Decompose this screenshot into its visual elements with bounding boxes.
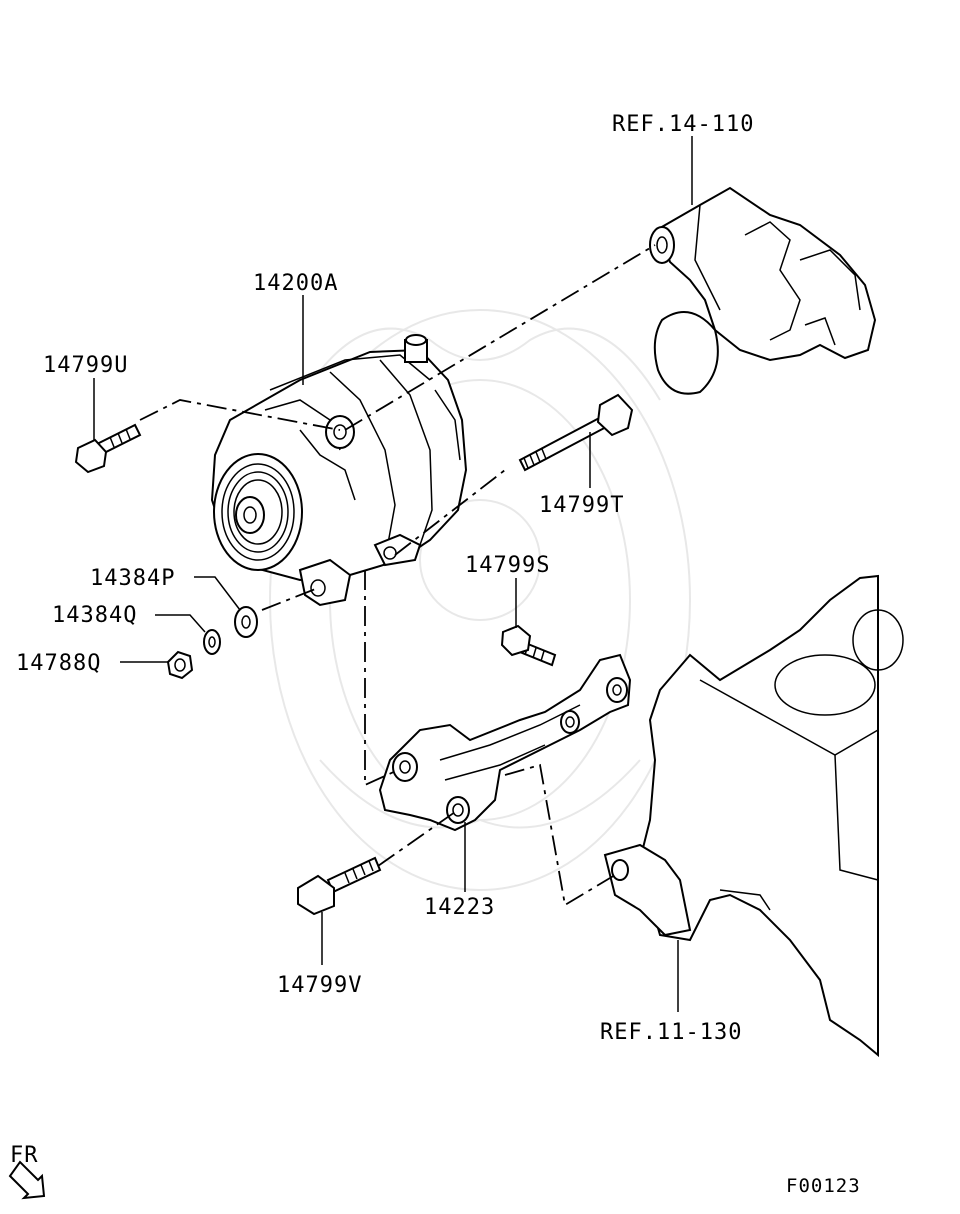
alternator: [210, 334, 468, 607]
label-figure-code: F00123: [786, 1175, 861, 1197]
bolt-14799v: [297, 856, 382, 916]
leader-lines: [93, 136, 693, 1012]
washer-14384p: [234, 606, 258, 638]
label-14788q: 14788Q: [16, 651, 101, 676]
label-14223: 14223: [424, 895, 495, 920]
bolt-14799t: [518, 393, 634, 472]
engine-block: [603, 574, 904, 1058]
label-14799s: 14799S: [465, 553, 550, 578]
label-14200a: 14200A: [253, 271, 338, 296]
alignment-lines: [139, 244, 656, 907]
watermark-emblem: [269, 309, 691, 891]
washer-14384q: [203, 629, 221, 655]
engine-bracket-upper: [649, 186, 877, 395]
bolt-14799u: [74, 423, 142, 474]
label-14799u: 14799U: [43, 353, 128, 378]
label-direction: FR: [10, 1143, 39, 1168]
alternator-bracket: [378, 653, 632, 832]
nut-14788q: [166, 650, 194, 680]
front-direction-arrow-icon: [8, 1160, 46, 1200]
label-14384q: 14384Q: [52, 603, 137, 628]
label-14384p: 14384P: [90, 566, 175, 591]
label-14799v: 14799V: [277, 973, 362, 998]
label-ref-11-130: REF.11-130: [600, 1020, 742, 1045]
bolt-14799s: [500, 624, 557, 667]
label-14799t: 14799T: [539, 493, 624, 518]
label-ref-14-110: REF.14-110: [612, 112, 754, 137]
